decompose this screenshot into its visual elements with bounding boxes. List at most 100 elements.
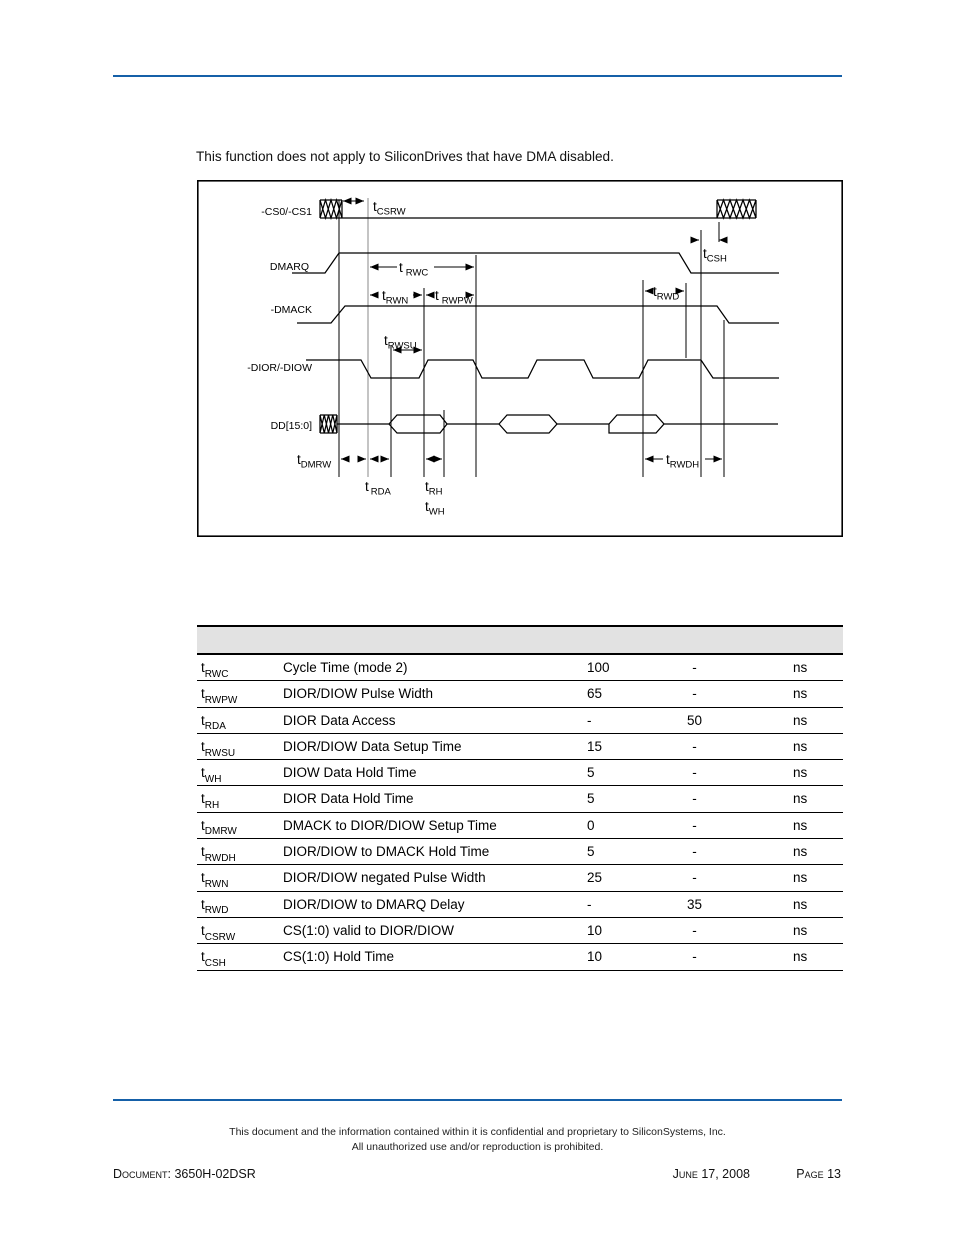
table-row: tRWD DIOR/DIOW to DMARQ Delay - 35 ns bbox=[197, 892, 843, 918]
confidentiality-line-2: All unauthorized use and/or reproduction… bbox=[351, 1141, 604, 1153]
max-cell: - bbox=[692, 738, 697, 754]
unit-cell: ns bbox=[793, 660, 808, 675]
table-row: tCSRW CS(1:0) valid to DIOR/DIOW 10 - ns bbox=[197, 918, 843, 945]
trwsu-label: tRWSU bbox=[384, 333, 417, 352]
table-row: tCSH CS(1:0) Hold Time 10 - ns bbox=[197, 944, 843, 971]
min-cell: 25 bbox=[587, 870, 603, 886]
diagram-border bbox=[197, 180, 844, 537]
symbol-cell: tCSH bbox=[201, 949, 226, 969]
table-row: tRWSU DIOR/DIOW Data Setup Time 15 - ns bbox=[197, 734, 843, 761]
intro-text: This function does not apply to SiliconD… bbox=[196, 149, 614, 164]
table-row: tRWN DIOR/DIOW negated Pulse Width 25 - … bbox=[197, 865, 843, 892]
max-cell: 35 bbox=[686, 896, 703, 912]
diordiow-signal-wave bbox=[306, 359, 779, 379]
dmarq-signal-label: DMARQ bbox=[270, 261, 309, 273]
table-row: tWH DIOW Data Hold Time 5 - ns bbox=[197, 760, 843, 787]
unit-cell: ns bbox=[793, 817, 808, 833]
unit-cell: ns bbox=[793, 870, 808, 886]
parameter-cell: CS(1:0) valid to DIOR/DIOW bbox=[283, 922, 455, 938]
trwd-label: tRWD bbox=[653, 284, 679, 303]
parameter-cell: Cycle Time (mode 2) bbox=[283, 660, 408, 675]
min-cell: 100 bbox=[587, 660, 610, 675]
unit-cell: ns bbox=[793, 765, 808, 781]
table-row: tDMRW DMACK to DIOR/DIOW Setup Time 0 - … bbox=[197, 813, 843, 840]
min-cell: - bbox=[587, 896, 592, 912]
symbol-cell: tRWPW bbox=[201, 686, 238, 706]
min-cell: - bbox=[587, 712, 592, 728]
max-cell: - bbox=[692, 922, 697, 938]
unit-cell: ns bbox=[793, 791, 808, 807]
max-cell: - bbox=[692, 660, 697, 675]
symbol-cell: tRWN bbox=[201, 870, 229, 891]
table-header-row bbox=[197, 625, 843, 655]
unit-cell: ns bbox=[793, 712, 808, 728]
timing-table-body: tRWC Cycle Time (mode 2) 100 - ns tRWPW … bbox=[197, 655, 843, 971]
cs-signal-label: -CS0/-CS1 bbox=[261, 206, 312, 218]
symbol-cell: tRWDH bbox=[201, 844, 236, 864]
unit-cell: ns bbox=[793, 949, 808, 965]
symbol-cell: tRDA bbox=[201, 712, 226, 733]
unit-cell: ns bbox=[793, 738, 808, 754]
parameter-cell: DIOR/DIOW Data Setup Time bbox=[283, 738, 462, 754]
confidentiality-line-1: This document and the information contai… bbox=[229, 1126, 726, 1138]
unit-cell: ns bbox=[793, 922, 808, 938]
tcsh-label: tCSH bbox=[703, 246, 727, 265]
parameter-cell: DIOR Data Access bbox=[283, 712, 396, 728]
table-row: tRWC Cycle Time (mode 2) 100 - ns bbox=[197, 655, 843, 682]
symbol-cell: tRWD bbox=[201, 896, 229, 917]
min-cell: 10 bbox=[587, 922, 603, 938]
table-row: tRWPW DIOR/DIOW Pulse Width 65 - ns bbox=[197, 681, 843, 708]
timing-diagram-figure: -CS0/-CS1 DMARQ -DMACK -DIOR/-DIOW DD[15… bbox=[197, 180, 844, 542]
max-cell: - bbox=[692, 949, 697, 965]
timing-parameter-table: tRWC Cycle Time (mode 2) 100 - ns tRWPW … bbox=[197, 625, 843, 971]
parameter-cell: DIOR/DIOW to DMACK Hold Time bbox=[283, 844, 490, 860]
min-cell: 0 bbox=[587, 817, 595, 833]
trwdh-label: tRWDH bbox=[666, 452, 699, 471]
parameter-cell: DIOR Data Hold Time bbox=[283, 791, 414, 807]
tdmrw-label: tDMRW bbox=[297, 452, 331, 471]
max-cell: - bbox=[692, 844, 697, 860]
twh-label: tWH bbox=[425, 499, 445, 518]
table-row: tRH DIOR Data Hold Time 5 - ns bbox=[197, 786, 843, 813]
reference-lines bbox=[338, 200, 725, 477]
dmack-signal-wave bbox=[297, 305, 779, 324]
footer-rule bbox=[113, 1099, 842, 1101]
max-cell: - bbox=[692, 686, 697, 702]
dimension-arrows bbox=[341, 197, 728, 463]
parameter-cell: DMACK to DIOR/DIOW Setup Time bbox=[283, 817, 497, 833]
header-rule bbox=[113, 75, 842, 77]
diordiow-signal-label: -DIOR/-DIOW bbox=[247, 362, 312, 374]
max-cell: - bbox=[692, 791, 697, 807]
parameter-cell: DIOR/DIOW negated Pulse Width bbox=[283, 870, 486, 886]
table-row: tRDA DIOR Data Access - 50 ns bbox=[197, 708, 843, 734]
parameter-cell: CS(1:0) Hold Time bbox=[283, 949, 395, 965]
symbol-cell: tDMRW bbox=[201, 817, 237, 838]
cs-signal-wave bbox=[319, 197, 757, 221]
symbol-cell: tRH bbox=[201, 791, 220, 812]
unit-cell: ns bbox=[793, 844, 808, 860]
table-row: tRWDH DIOR/DIOW to DMACK Hold Time 5 - n… bbox=[197, 839, 843, 866]
page-number: Page 13 bbox=[796, 1167, 841, 1181]
timing-diagram: -CS0/-CS1 DMARQ -DMACK -DIOR/-DIOW DD[15… bbox=[197, 180, 844, 537]
tcsrw-label: tCSRW bbox=[373, 199, 406, 218]
unit-cell: ns bbox=[793, 896, 808, 912]
parameter-cell: DIOW Data Hold Time bbox=[283, 765, 417, 781]
min-cell: 65 bbox=[587, 686, 603, 702]
min-cell: 10 bbox=[587, 949, 603, 965]
footer-date: June 17, 2008 bbox=[672, 1167, 750, 1181]
min-cell: 5 bbox=[587, 791, 595, 807]
dmack-signal-label: -DMACK bbox=[271, 304, 312, 316]
symbol-cell: tRWSU bbox=[201, 738, 236, 759]
parameter-cell: DIOR/DIOW Pulse Width bbox=[283, 686, 434, 702]
unit-cell: ns bbox=[793, 686, 808, 702]
dd-signal-wave bbox=[319, 414, 778, 434]
symbol-cell: tWH bbox=[201, 765, 222, 785]
max-cell: - bbox=[692, 765, 697, 781]
max-cell: - bbox=[692, 870, 697, 886]
trwn-label: tRWN bbox=[382, 288, 408, 307]
max-cell: 50 bbox=[686, 712, 703, 728]
